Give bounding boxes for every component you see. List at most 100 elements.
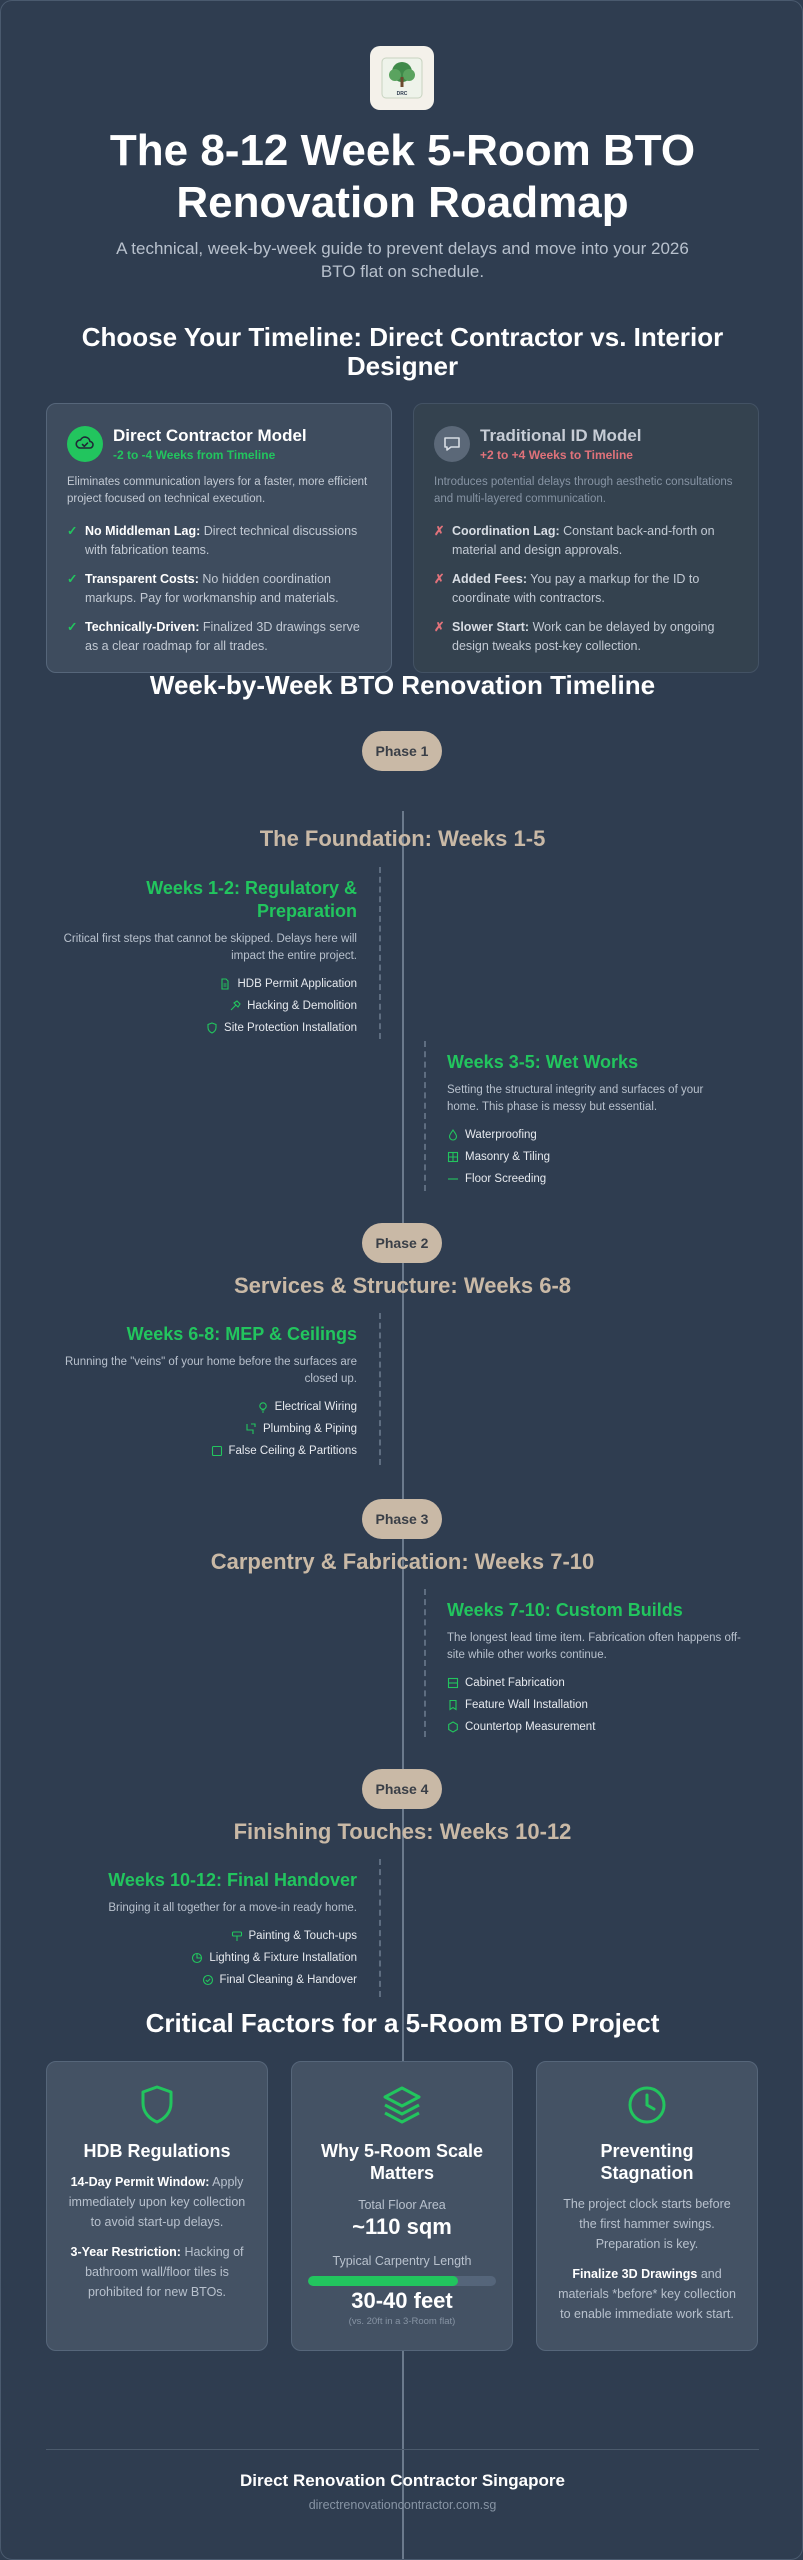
list-item: ✓No Middleman Lag: Direct technical disc…: [67, 522, 371, 560]
factor-text: Finalize 3D Drawings and materials *befo…: [558, 2267, 736, 2321]
brand-logo: DRC: [370, 46, 434, 110]
timeline-choice-heading: Choose Your Timeline: Direct Contractor …: [81, 322, 724, 381]
factor-title: HDB Regulations: [83, 2141, 231, 2161]
ceiling-square-icon: [211, 1445, 222, 1457]
phase-title: Carpentry & Fabrication: Weeks 7-10: [210, 1549, 595, 1574]
task-item: Site Protection Installation: [51, 1021, 357, 1035]
task-item: Floor Screeding: [447, 1172, 737, 1186]
timeline-block-weeks-6-8: Weeks 6-8: MEP & Ceilings Running the "v…: [41, 1323, 357, 1466]
bookmark-icon: [449, 1699, 457, 1711]
carpentry-progress-fill: [308, 2276, 459, 2286]
timeline-block-weeks-7-10: Weeks 7-10: Custom Builds The longest le…: [447, 1599, 747, 1742]
timeline-dash: [424, 1041, 426, 1191]
factor-card-hdb: HDB Regulations 14-Day Permit Window: Ap…: [46, 2061, 268, 2351]
task-item: Final Cleaning & Handover: [51, 1973, 357, 1987]
factor-text: 14-Day Permit Window: Apply immediately …: [68, 2175, 246, 2229]
block-title: Weeks 10-12: Final Handover: [108, 1870, 357, 1890]
timeline-heading: Week-by-Week BTO Renovation Timeline: [149, 670, 656, 700]
factor-title: Why 5-Room Scale Matters: [320, 2141, 484, 2183]
document-icon: [221, 978, 230, 990]
direct-card-tag: -2 to -4 Weeks from Timeline: [113, 448, 276, 462]
phase-title: Finishing Touches: Weeks 10-12: [233, 1819, 572, 1844]
timeline-dash: [424, 1589, 426, 1737]
lighting-icon: [192, 1952, 203, 1964]
footer-url[interactable]: directrenovationcontractor.com.sg: [308, 2498, 497, 2512]
block-description: Running the "veins" of your home before …: [65, 1356, 357, 1385]
timeline-block-weeks-1-2: Weeks 1-2: Regulatory & Preparation Crit…: [51, 877, 357, 1043]
factors-heading: Critical Factors for a 5-Room BTO Projec…: [145, 2008, 660, 2038]
cabinet-icon: [447, 1677, 459, 1689]
phase-pill: Phase 2: [362, 1223, 442, 1263]
block-description: Critical first steps that cannot be skip…: [63, 933, 357, 962]
timeline-block-weeks-3-5: Weeks 3-5: Wet Works Setting the structu…: [447, 1051, 737, 1194]
water-drop-icon: [448, 1129, 458, 1141]
factor-text: The project clock starts before the firs…: [563, 2197, 731, 2251]
cross-icon: ✗: [434, 620, 445, 634]
id-card-list: ✗Coordination Lag: Constant back-and-for…: [434, 522, 738, 656]
task-item: Electrical Wiring: [41, 1400, 357, 1414]
check-icon: ✓: [67, 524, 78, 538]
direct-contractor-card: Direct Contractor Model -2 to -4 Weeks f…: [46, 403, 392, 673]
task-item: HDB Permit Application: [51, 977, 357, 991]
carpentry-note: (vs. 20ft in a 3-Room flat): [348, 2316, 456, 2327]
floor-area-value: ~110 sqm: [352, 2214, 452, 2239]
task-item: Cabinet Fabrication: [447, 1676, 747, 1690]
timeline-dash: [379, 867, 381, 1039]
timeline-dash: [379, 1313, 381, 1465]
block-title: Weeks 1-2: Regulatory & Preparation: [146, 878, 357, 921]
hammer-icon: [230, 1000, 241, 1011]
floor-area-label: Total Floor Area: [358, 2198, 446, 2212]
phase-title: The Foundation: Weeks 1-5: [259, 826, 546, 851]
svg-text:DRC: DRC: [397, 91, 408, 97]
factor-title: Preventing Stagnation: [600, 2141, 694, 2183]
direct-card-description: Eliminates communication layers for a fa…: [67, 476, 368, 505]
tiles-icon: [447, 1151, 459, 1163]
task-item: Masonry & Tiling: [447, 1150, 737, 1164]
factor-card-stagnation: Preventing Stagnation The project clock …: [536, 2061, 758, 2351]
list-item: ✓Technically-Driven: Finalized 3D drawin…: [67, 618, 371, 656]
check-icon: ✓: [67, 620, 78, 634]
list-item: ✗Coordination Lag: Constant back-and-for…: [434, 522, 738, 560]
id-card-tag: +2 to +4 Weeks to Timeline: [480, 448, 633, 462]
check-icon: ✓: [67, 572, 78, 586]
direct-card-list: ✓No Middleman Lag: Direct technical disc…: [67, 522, 371, 656]
cross-icon: ✗: [434, 572, 445, 586]
carpentry-label: Typical Carpentry Length: [332, 2254, 472, 2268]
task-item: Plumbing & Piping: [41, 1422, 357, 1436]
timeline-block-weeks-10-12: Weeks 10-12: Final Handover Bringing it …: [51, 1869, 357, 1995]
carpentry-progress-bar: [308, 2276, 496, 2286]
carpentry-value: 30-40 feet: [351, 2288, 453, 2313]
pipe-icon: [246, 1423, 256, 1434]
footer-title: Direct Renovation Contractor Singapore: [240, 2471, 565, 2490]
layers-icon: [383, 2086, 421, 2124]
hexagon-icon: [448, 1721, 458, 1733]
phase-pill: Phase 1: [362, 731, 442, 771]
task-item: Lighting & Fixture Installation: [51, 1951, 357, 1965]
block-title: Weeks 6-8: MEP & Ceilings: [126, 1324, 357, 1344]
list-item: ✓Transparent Costs: No hidden coordinati…: [67, 570, 371, 608]
id-card-description: Introduces potential delays through aest…: [434, 476, 733, 505]
id-card-title: Traditional ID Model: [480, 426, 642, 445]
tree-logo-icon: DRC: [381, 57, 423, 99]
list-item: ✗Slower Start: Work can be delayed by on…: [434, 618, 738, 656]
phase-title: Services & Structure: Weeks 6-8: [233, 1273, 572, 1298]
cloud-check-icon: [67, 426, 103, 462]
list-item: ✗Added Fees: You pay a markup for the ID…: [434, 570, 738, 608]
block-description: Bringing it all together for a move-in r…: [108, 1902, 357, 1914]
paint-roller-icon: [231, 1931, 242, 1941]
factor-card-scale: Why 5-Room Scale Matters Total Floor Are…: [291, 2061, 513, 2351]
phase-pill: Phase 3: [362, 1499, 442, 1539]
phase-pill: Phase 4: [362, 1769, 442, 1809]
timeline-dash: [379, 1859, 381, 1997]
clock-icon: [628, 2086, 666, 2124]
shield-icon: [141, 2085, 173, 2124]
task-item: Painting & Touch-ups: [51, 1929, 357, 1943]
page-subtitle: A technical, week-by-week guide to preve…: [116, 239, 689, 281]
interior-designer-card: Traditional ID Model +2 to +4 Weeks to T…: [413, 403, 759, 673]
footer-divider: [46, 2449, 759, 2450]
task-item: False Ceiling & Partitions: [41, 1444, 357, 1458]
task-item: Countertop Measurement: [447, 1720, 747, 1734]
timeline-axis: [402, 811, 404, 2559]
cross-icon: ✗: [434, 524, 445, 538]
